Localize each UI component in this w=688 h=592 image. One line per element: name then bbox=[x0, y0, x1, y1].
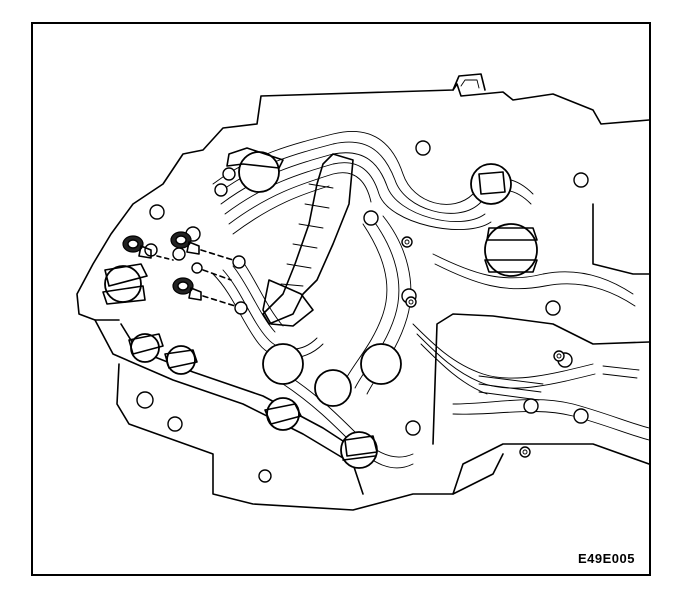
valve-bores bbox=[102, 147, 538, 469]
top-tab bbox=[452, 73, 486, 91]
guide-dashes bbox=[156, 255, 174, 261]
bolt-holes bbox=[136, 140, 589, 483]
bolt-heads bbox=[401, 236, 565, 458]
lower-body-right-lower bbox=[452, 443, 649, 495]
central-spool-ribs bbox=[280, 183, 334, 287]
upper-valve-body-outline bbox=[76, 83, 649, 321]
central-spool-channel bbox=[262, 153, 354, 325]
lower-valve-body-outline bbox=[116, 363, 504, 511]
top-tab-inner bbox=[460, 79, 480, 89]
figure-frame: E49E005 bbox=[31, 22, 651, 576]
removed-bolts bbox=[122, 231, 248, 315]
valve-body-drawing bbox=[76, 73, 649, 511]
right-hatching bbox=[478, 365, 640, 401]
figure-code-label: E49E005 bbox=[578, 551, 635, 566]
right-side-step bbox=[592, 203, 649, 275]
left-cutout bbox=[262, 279, 314, 327]
lower-body-right-edge bbox=[432, 313, 649, 445]
